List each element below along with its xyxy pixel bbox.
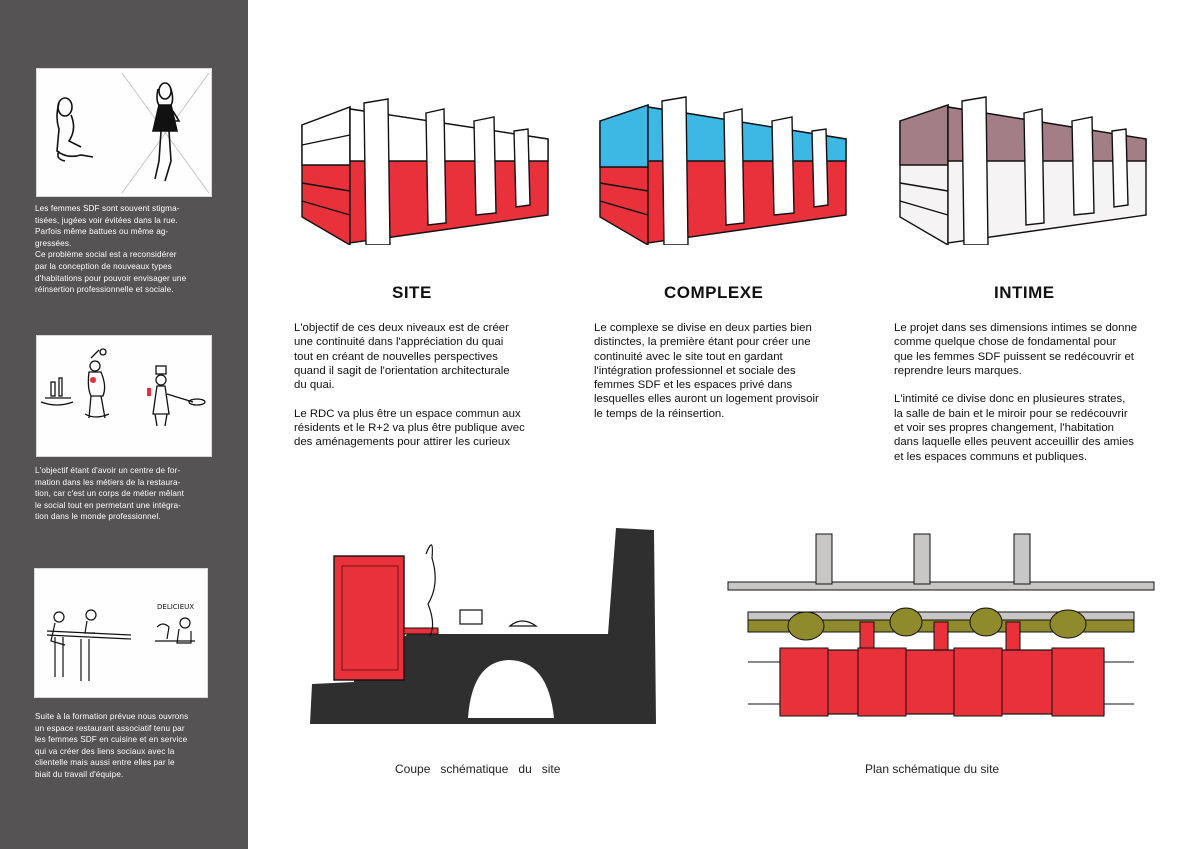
sidebar: Les femmes SDF sont souvent stigma- tisé… (0, 0, 248, 849)
sketch-restaurant-training (36, 335, 212, 457)
sidebar-text-1: Les femmes SDF sont souvent stigma- tisé… (35, 204, 187, 295)
sketch-restaurant-service: DELICIEUX (34, 568, 208, 698)
restaurant-service-illustration: DELICIEUX (46, 603, 195, 681)
sidebar-text-2: L'objectif étant d'avoir un centre de fo… (35, 466, 185, 522)
site-plan-illustration (727, 533, 1155, 717)
concept-title-site: SITE (392, 283, 432, 302)
homeless-women-illustration (56, 72, 210, 194)
plan-caption: Plan schématique du site (865, 762, 1000, 776)
concept-title-complexe: COMPLEXE (664, 283, 764, 302)
concept-text-intime: Le projet dans ses dimensions intimes se… (894, 322, 1138, 463)
concept-text-site: L'objectif de ces deux niveaux est de cr… (294, 322, 525, 449)
concept-complexe-drawing (596, 95, 856, 245)
complexe-massing-illustration (599, 96, 847, 245)
sidebar-text-3: Suite à la formation prévue nous ouvrons… (35, 712, 189, 779)
intime-massing-illustration (899, 96, 1147, 245)
sketch-homeless-women (36, 68, 212, 197)
concept-title-intime: INTIME (994, 283, 1055, 302)
sketch-delicieux-text: DELICIEUX (157, 603, 194, 611)
concept-intime-drawing (896, 95, 1156, 245)
site-massing-illustration (301, 98, 549, 245)
restaurant-training-illustration (40, 348, 206, 427)
section-caption: Coupe schématique du site (395, 762, 561, 776)
concept-site-drawing (298, 95, 558, 245)
section-drawing (308, 524, 664, 730)
concept-text-complexe: Le complexe se divise en deux parties bi… (594, 322, 819, 420)
site-section-illustration (310, 528, 656, 724)
plan-drawing (726, 530, 1156, 730)
